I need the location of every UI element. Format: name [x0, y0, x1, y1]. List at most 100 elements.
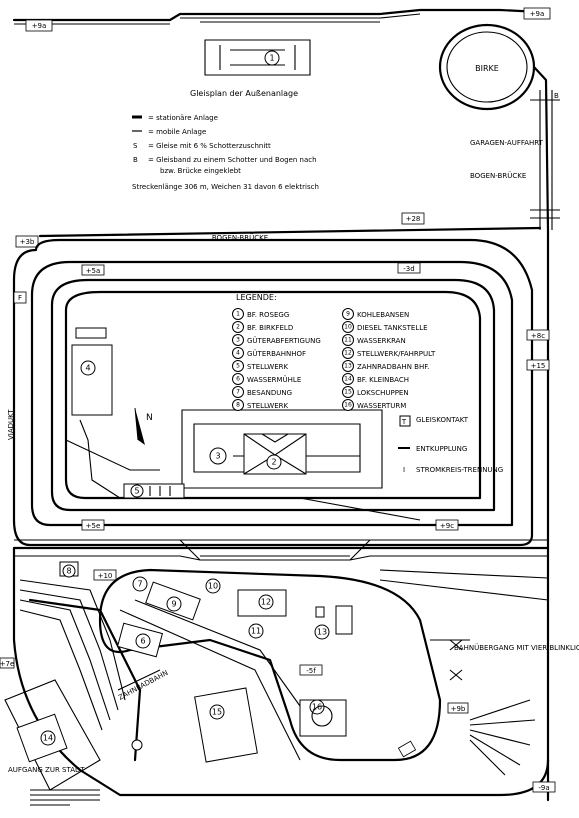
tag-label: +9c: [440, 522, 454, 530]
left-side: F VIADUKT: [7, 291, 27, 440]
legend-text: GÜTERBAHNHOF: [247, 349, 306, 358]
legend-number-marker: [342, 308, 354, 320]
tag: [401, 212, 425, 225]
station-14-number: 14: [43, 734, 53, 743]
key-block: Gleisplan der Außenanlage = stationäre A…: [132, 89, 319, 191]
key-text: bzw. Brücke eingeklebt: [160, 167, 241, 175]
loop-tags: +5a -3d +8c +15 +5e +9c: [81, 262, 550, 531]
legend-number-marker: [342, 347, 354, 359]
legend-text: STELLWERK: [247, 402, 289, 410]
station-3-number: 3: [215, 452, 220, 461]
bogen-bruecke: BOGEN-BRÜCKE +3b +28: [15, 212, 542, 248]
legend-number-marker: [232, 334, 244, 346]
symbol-text: GLEISKONTAKT: [416, 416, 469, 424]
lower-center-loop: [98, 568, 549, 762]
tag-label: +5e: [86, 522, 101, 530]
north-arrow: N: [134, 407, 153, 445]
legend-number-marker: [232, 399, 244, 411]
legend-number-marker: [232, 321, 244, 333]
tag-label: +28: [406, 215, 421, 223]
key-text: = Gleise mit 6 % Schotterzuschnitt: [148, 142, 271, 150]
aufgang-label: AUFGANG ZUR STADT: [8, 766, 85, 774]
tag-label: +9a: [530, 10, 545, 18]
symbol-text: STROMKREIS-TRENNUNG: [416, 466, 503, 474]
legend-number: 7: [236, 389, 240, 396]
legend-number-marker: [342, 399, 354, 411]
bahnuebergang-label: BAHNÜBERGANG MIT VIER BLINKLICHTERN: [454, 643, 579, 652]
symbol-text: ENTKUPPLUNG: [416, 445, 467, 453]
legend-number: 12: [344, 350, 352, 357]
legend-text: STELLWERK/FAHRPULT: [357, 350, 436, 358]
legend-number: 8: [236, 402, 240, 409]
station-2-number: 2: [271, 458, 276, 467]
key-text: = mobile Anlage: [148, 128, 206, 136]
tag: [523, 7, 551, 20]
b-label: B: [554, 92, 559, 100]
legend-number-marker: [342, 386, 354, 398]
legend-number-marker: [232, 373, 244, 385]
birke-loop: BIRKE: [438, 23, 536, 111]
legend-text: LOKSCHUPPEN: [357, 389, 409, 397]
gleiskontakt-icon: [399, 415, 411, 427]
tag-label: +7e: [0, 660, 14, 668]
symbol-key: T GLEISKONTAKT ENTKUPPLUNG I STROMKREIS-…: [398, 415, 503, 474]
top-track-section: +9a +9a: [12, 7, 551, 32]
tag-label: +5a: [86, 267, 101, 275]
station-7-number: 7: [137, 580, 142, 589]
legend-text: BF. KLEINBACH: [357, 376, 409, 384]
legend-number-marker: [342, 334, 354, 346]
legend-number-marker: [232, 347, 244, 359]
legend-number: 1: [236, 311, 240, 318]
legend-number: 6: [236, 376, 240, 383]
tag-label: -3d: [403, 265, 414, 273]
bogen-label: BOGEN-BRÜCKE: [470, 171, 526, 180]
tag-label: +9a: [32, 22, 47, 30]
tag-label: +9b: [451, 705, 466, 713]
bruecke-label: BOGEN-BRÜCKE: [212, 233, 268, 242]
station-5-stellwerk: 5: [123, 483, 185, 499]
legend-number: 2: [236, 324, 240, 331]
f-label: F: [18, 294, 22, 302]
station-5-number: 5: [134, 487, 139, 496]
legend-number-marker: [342, 321, 354, 333]
station-14-kleinbach: 14 AUFGANG ZUR STADT: [4, 679, 101, 806]
bahnuebergang: BAHNÜBERGANG MIT VIER BLINKLICHTERN +9b …: [397, 639, 579, 793]
station-13-number: 13: [317, 628, 327, 637]
key-symbol-b: B: [133, 156, 138, 164]
legend-number-marker: [232, 308, 244, 320]
station-4-gueterbahnhof: 4: [71, 327, 113, 416]
tag-label: +15: [531, 362, 546, 370]
legend-text: WASSERKRAN: [357, 337, 406, 345]
legend-number: 15: [344, 389, 352, 396]
tag: [25, 19, 53, 32]
garagen-label: GARAGEN-AUFFAHRT: [470, 139, 544, 147]
legend-number: 10: [344, 324, 352, 331]
trennung-glyph: I: [403, 466, 405, 474]
legend-text: BESANDUNG: [247, 389, 292, 397]
station-10-number: 10: [208, 582, 218, 591]
tag-label: -5f: [306, 667, 316, 675]
north-label: N: [146, 413, 153, 423]
station-1-rosegg: 1: [204, 39, 311, 76]
station-15-number: 15: [212, 708, 222, 717]
zahnrad-label: ZAHNRADBAHN: [117, 669, 169, 702]
legend-number-marker: [232, 386, 244, 398]
legend-text: STELLWERK: [247, 363, 289, 371]
station-9-number: 9: [171, 600, 176, 609]
legend-text: BF. BIRKFELD: [247, 324, 293, 332]
station-complex: 3 2: [181, 409, 383, 489]
legend-number: 13: [344, 363, 352, 370]
station-8-number: 8: [66, 567, 71, 576]
legend-number: 16: [344, 402, 352, 409]
legend-text: GÜTERABFERTIGUNG: [247, 336, 321, 345]
station-4-number: 4: [85, 364, 90, 373]
legend-number-marker: [342, 360, 354, 372]
legend-text: KOHLEBANSEN: [357, 311, 409, 319]
legend-number: 5: [236, 363, 240, 370]
station-11-number: 11: [251, 627, 261, 636]
birke-label: BIRKE: [475, 64, 499, 73]
tag-label: +3b: [20, 238, 35, 246]
legend-text: DIESEL TANKSTELLE: [357, 324, 428, 332]
lower-buildings: 7 9 10 11 12 6 13 15 16 -5f: [116, 576, 353, 763]
